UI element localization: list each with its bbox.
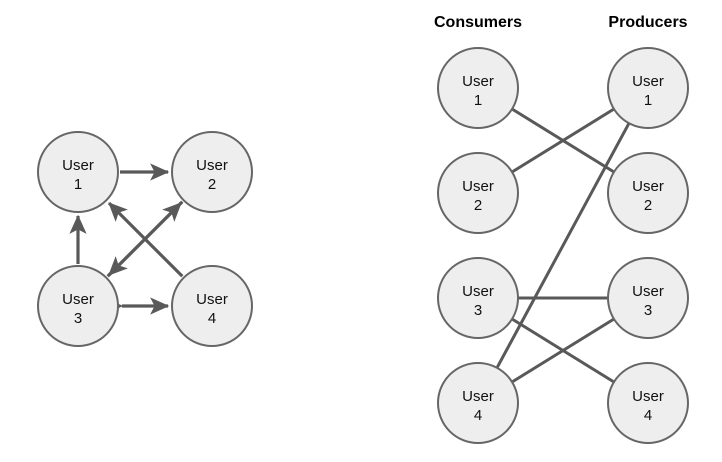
node-label-line2: 4 — [474, 407, 482, 424]
left-node-l3[interactable]: User 3 — [37, 265, 119, 347]
node-circle — [37, 131, 119, 213]
edge-consumer-4-to-producer-3 — [511, 317, 615, 384]
node-label-line1: User — [462, 388, 494, 405]
edge-user-3-to-user-2 — [106, 201, 183, 278]
node-circle — [437, 257, 519, 339]
node-circle — [607, 257, 689, 339]
node-label-line2: 4 — [644, 407, 652, 424]
node-circle — [37, 265, 119, 347]
node-circle — [171, 265, 253, 347]
node-label-line1: User — [632, 73, 664, 90]
node-label-line1: User — [196, 157, 228, 174]
node-circle — [607, 362, 689, 444]
node-label-line2: 1 — [644, 92, 652, 109]
consumer-node-c2[interactable]: User 2 — [437, 152, 519, 234]
node-label-line1: User — [632, 388, 664, 405]
right-graph-edges — [495, 107, 631, 384]
node-circle — [607, 47, 689, 129]
node-circle — [437, 152, 519, 234]
node-label-line1: User — [632, 283, 664, 300]
node-label-line1: User — [462, 283, 494, 300]
edge-consumer-2-to-producer-1 — [511, 107, 615, 174]
consumer-node-c4[interactable]: User 4 — [437, 362, 519, 444]
producer-node-p4[interactable]: User 4 — [607, 362, 689, 444]
node-label-line2: 2 — [208, 176, 216, 193]
producer-node-p2[interactable]: User 2 — [607, 152, 689, 234]
node-label-line2: 3 — [474, 302, 482, 319]
left-node-l2[interactable]: User 2 — [171, 131, 253, 213]
node-label-line2: 3 — [644, 302, 652, 319]
node-circle — [437, 362, 519, 444]
node-label-line2: 2 — [474, 197, 482, 214]
left-node-l1[interactable]: User 1 — [37, 131, 119, 213]
node-label-line2: 3 — [74, 310, 82, 327]
left-node-l4[interactable]: User 4 — [171, 265, 253, 347]
node-label-line2: 1 — [74, 176, 82, 193]
node-label-line1: User — [462, 73, 494, 90]
node-label-line1: User — [62, 157, 94, 174]
producers-column-title: Producers — [608, 14, 687, 31]
node-label-line1: User — [632, 178, 664, 195]
consumer-node-c3[interactable]: User 3 — [437, 257, 519, 339]
node-label-line2: 1 — [474, 92, 482, 109]
node-label-line1: User — [196, 291, 228, 308]
consumer-node-c1[interactable]: User 1 — [437, 47, 519, 129]
node-label-line1: User — [462, 178, 494, 195]
node-label-line1: User — [62, 291, 94, 308]
node-circle — [437, 47, 519, 129]
consumers-column-title: Consumers — [434, 14, 522, 31]
producer-node-p1[interactable]: User 1 — [607, 47, 689, 129]
node-label-line2: 4 — [208, 310, 216, 327]
node-label-line2: 2 — [644, 197, 652, 214]
edge-consumer-4-to-producer-1 — [495, 122, 631, 369]
node-circle — [607, 152, 689, 234]
left-graph-edges — [69, 163, 184, 315]
node-circle — [171, 131, 253, 213]
producer-node-p3[interactable]: User 3 — [607, 257, 689, 339]
